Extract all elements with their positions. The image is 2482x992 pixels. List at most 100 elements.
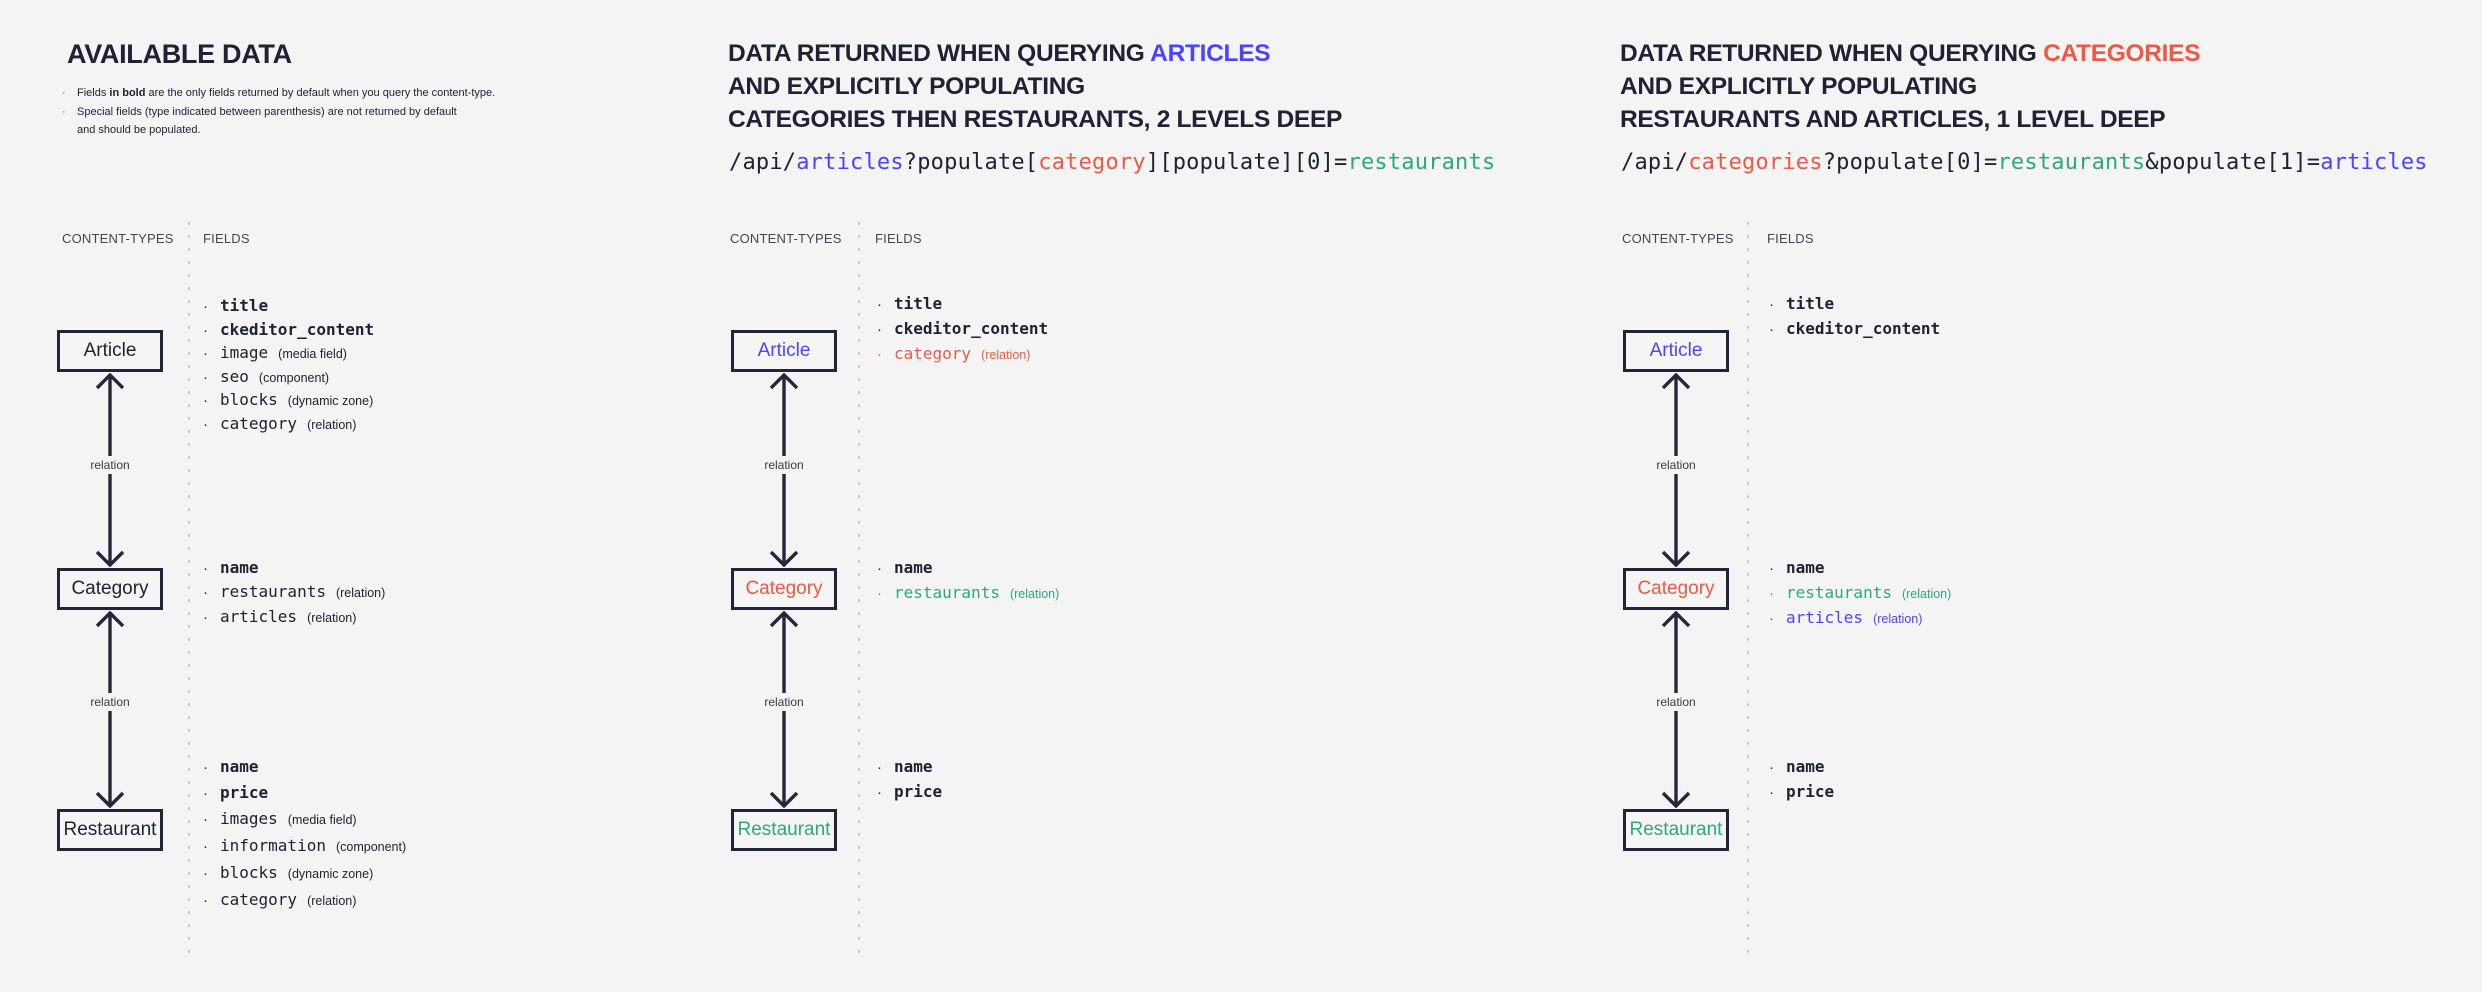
content-type-label: Article — [83, 340, 137, 361]
bullet-icon: · — [1769, 784, 1774, 801]
text-segment: AND EXPLICITLY POPULATING — [728, 73, 1085, 100]
bullet-icon: · — [877, 560, 882, 577]
field-type: (relation) — [307, 894, 357, 908]
text-segment: DATA RETURNED WHEN QUERYING — [728, 40, 1151, 67]
field-row: ·category(relation) — [203, 413, 374, 437]
field-row: · title — [877, 292, 1048, 317]
content-type-box-category: Category — [57, 568, 163, 610]
bullet-icon: · — [203, 321, 208, 339]
field-name: name — [220, 558, 259, 577]
bullet-icon: · — [877, 585, 882, 602]
note-item: ·Fields in bold are the only fields retu… — [62, 84, 495, 103]
field-name: restaurants — [894, 583, 1000, 602]
field-type: (relation) — [307, 417, 357, 432]
panel-query-articles: DATA RETURNED WHEN QUERYING ARTICLES AND … — [728, 0, 1495, 992]
field-name: name — [894, 558, 933, 577]
panel-title-line: CATEGORIES THEN RESTAURANTS, 2 LEVELS DE… — [728, 103, 1342, 136]
relation-label: relation — [83, 693, 137, 711]
field-row: ·ckeditor_content — [1769, 317, 1940, 342]
text-segment: in bold — [109, 87, 146, 99]
field-row: ·name — [203, 754, 406, 780]
text-segment: ][populate][0]= — [1145, 150, 1348, 175]
field-type: (component) — [258, 370, 330, 385]
relation-label: relation — [757, 693, 811, 711]
field-name: image — [220, 343, 269, 362]
text-segment: AVAILABLE DATA — [67, 39, 292, 69]
panel-title-line: AND EXPLICITLY POPULATING — [728, 70, 1342, 103]
fields-list-restaurant: ·name·price — [877, 755, 942, 805]
text-segment: restaurants — [1347, 150, 1496, 175]
content-type-label: Restaurant — [1629, 819, 1723, 840]
content-type-box-category: Category — [1623, 568, 1729, 610]
content-type-label: Article — [1649, 340, 1703, 361]
field-name: blocks — [220, 390, 278, 409]
notes-list: ·Fields in bold are the only fields retu… — [62, 84, 495, 140]
panel-title-line: DATA RETURNED WHEN QUERYING ARTICLES — [728, 37, 1342, 70]
fields-list-article: ·title·ckeditor_content·image(media fiel… — [203, 295, 374, 436]
text-segment: CATEGORIES THEN RESTAURANTS, 2 LEVELS DE… — [728, 106, 1343, 133]
field-row: ·restaurants(relation) — [877, 581, 1059, 606]
field-name: category — [220, 413, 298, 433]
fields-list-restaurant: ·name·price·images(media field)·informat… — [203, 754, 406, 914]
bullet-icon: · — [203, 584, 208, 601]
panel-title-line: DATA RETURNED WHEN QUERYING CATEGORIES — [1620, 37, 2201, 70]
bullet-icon: · — [1769, 560, 1774, 577]
field-type: (media field) — [287, 813, 357, 827]
field-row: ·price — [203, 780, 406, 806]
panel-title-line: AND EXPLICITLY POPULATING — [1620, 70, 2200, 103]
field-name: price — [220, 783, 269, 802]
note-text: Special fields (type indicated between p… — [77, 103, 457, 140]
text-segment: CATEGORIES — [2043, 40, 2201, 67]
field-type: (relation) — [981, 348, 1031, 362]
field-name: seo — [220, 366, 249, 386]
field-name: category — [220, 890, 298, 909]
text-segment: articles — [796, 150, 904, 175]
bullet-icon: · — [203, 865, 208, 882]
text-segment: DATA RETURNED WHEN QUERYING — [1620, 40, 2044, 67]
content-type-box-restaurant: Restaurant — [1623, 809, 1729, 851]
fields-column-label: FIELDS — [875, 231, 922, 246]
field-name: ckeditor_content — [1786, 319, 1941, 338]
field-name: blocks — [220, 863, 278, 882]
bullet-icon: · — [877, 296, 882, 313]
text-segment: articles — [2320, 150, 2428, 175]
field-row: ·category(relation) — [877, 342, 1048, 367]
field-name: images — [220, 809, 278, 828]
bullet-icon: · — [203, 392, 208, 409]
note-text-line: and should be populated. — [77, 121, 457, 140]
panel-title-line: AVAILABLE DATA — [67, 38, 292, 71]
field-name: price — [894, 782, 943, 801]
field-type: (media field) — [278, 347, 347, 361]
fields-list-restaurant: ·name·price — [1769, 755, 1834, 805]
field-row: ·name — [1769, 755, 1834, 780]
relation-arrow — [1658, 610, 1694, 813]
note-text-line: Fields in bold are the only fields retur… — [77, 84, 495, 103]
column-divider — [188, 222, 190, 959]
text-segment: ?populate[0]= — [1822, 150, 1998, 175]
field-name: title — [894, 294, 943, 313]
relation-arrow — [92, 610, 128, 813]
text-segment: are the only fields returned by default … — [145, 87, 496, 99]
content-types-column-label: CONTENT-TYPES — [1622, 231, 1734, 246]
content-type-label: Restaurant — [737, 819, 831, 840]
field-row: · seo (component) — [203, 366, 374, 390]
field-type: (dynamic zone) — [287, 867, 374, 881]
bullet-icon: · — [203, 298, 208, 315]
bullet-icon: · — [203, 759, 208, 776]
field-row: · name — [877, 556, 1059, 581]
content-type-label: Restaurant — [63, 819, 157, 840]
field-name: name — [1786, 757, 1825, 776]
fields-list-article: · title ·ckeditor_content·category(relatio… — [877, 292, 1048, 367]
field-name: restaurants — [1786, 583, 1892, 602]
bullet-icon: · — [203, 368, 208, 386]
note-item: ·Special fields (type indicated between … — [62, 103, 495, 140]
bullet-icon: · — [877, 759, 882, 776]
field-row: ·ckeditor_content — [877, 317, 1048, 342]
field-type: (relation) — [1901, 587, 1952, 601]
content-types-column-label: CONTENT-TYPES — [62, 231, 174, 246]
panel-title: AVAILABLE DATA — [67, 38, 292, 71]
field-row: ·articles(relation) — [203, 605, 385, 630]
content-type-box-article: Article — [1623, 330, 1729, 372]
